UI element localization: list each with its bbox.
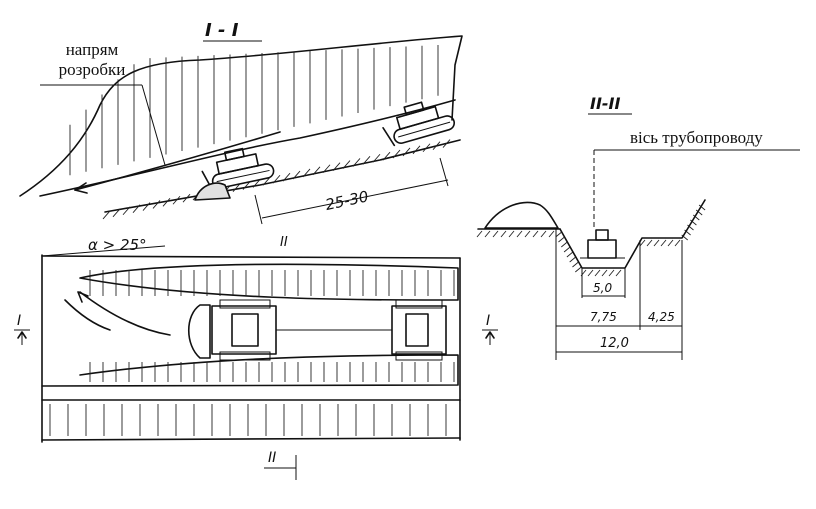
- distance-label: 25-30: [324, 187, 370, 214]
- spoil-heap: [484, 201, 559, 229]
- mark-i-left: I: [17, 313, 21, 329]
- machine-section-icon: [580, 229, 625, 259]
- mark-i-right: I: [486, 313, 490, 329]
- section-mark-left: I: [14, 313, 30, 345]
- plan-hatching: [49, 270, 455, 436]
- direction-arrow: [74, 131, 281, 191]
- trench-dimensions: 5,0 7,75 4,25 12,0: [555, 229, 683, 360]
- slope-outline: [19, 35, 463, 197]
- section-1-1-view: I - I: [19, 20, 463, 250]
- angle-label: α > 25°: [88, 236, 147, 254]
- dim-right-part: 4,25: [648, 310, 675, 324]
- section-mark-bottom: II: [264, 450, 297, 480]
- ground-line: [104, 139, 461, 213]
- bulldozer-plan-1-icon: [211, 299, 277, 361]
- spoil-pile-plan: [188, 304, 211, 359]
- bottom-strip: [41, 354, 459, 387]
- direction-leader: [141, 84, 166, 166]
- direction-label-line1: напрям: [65, 40, 119, 59]
- trench-hatching: [476, 204, 706, 277]
- bulldozer-2-icon: [382, 101, 456, 147]
- section-1-1-title: I - I: [205, 20, 239, 41]
- direction-label: напрям розробки: [44, 40, 140, 80]
- section-2-2-title: II-II: [590, 94, 621, 113]
- ground-hatching-1: [102, 139, 451, 220]
- bulldozer-plan-2-icon: [391, 299, 447, 361]
- slope-hatching: [69, 45, 439, 176]
- mark-ii-top: II: [280, 235, 288, 250]
- dim-bottom-width: 5,0: [593, 281, 612, 295]
- section-mark-right: I: [482, 313, 498, 345]
- mark-ii-bottom: II: [268, 450, 276, 466]
- section-2-2-view: II-II 5,0 7,75 4,25: [476, 94, 800, 360]
- direction-label-line2: розробки: [58, 60, 126, 79]
- distance-dimension: 25-30: [254, 157, 449, 225]
- trench-profile: [559, 199, 706, 269]
- pipe-axis-label: вісь трубопроводу: [630, 128, 763, 147]
- plan-view: α > 25° I I: [14, 236, 498, 480]
- top-strip: [79, 263, 459, 301]
- dim-total-width: 12,0: [600, 336, 629, 351]
- spoil-pile-1: [194, 182, 231, 201]
- bulldozer-1-icon: [201, 147, 275, 191]
- dim-left-part: 7,75: [590, 310, 617, 324]
